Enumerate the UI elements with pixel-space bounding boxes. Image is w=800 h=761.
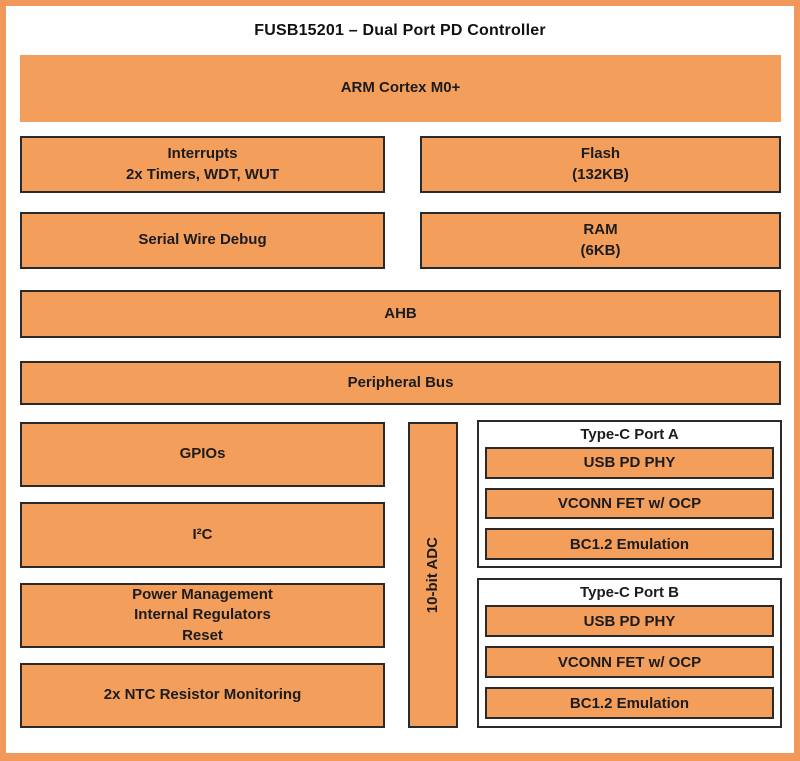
block-flash: Flash (132KB): [420, 136, 781, 193]
block-ram: RAM (6KB): [420, 212, 781, 269]
block-label-line: Interrupts: [167, 145, 238, 163]
block-label-line: Flash: [580, 145, 621, 163]
block-bc12-emulation: BC1.2 Emulation: [485, 528, 774, 561]
block-usb-pd-phy: USB PD PHY: [485, 447, 774, 479]
block-10bit-adc: 10-bit ADC: [408, 422, 458, 728]
block-label-line: Internal Regulators: [134, 606, 271, 624]
panel-type-c-port-b: Type-C Port B USB PD PHY VCONN FET w/ OC…: [477, 578, 782, 728]
block-arm-cortex-m0: ARM Cortex M0+: [20, 55, 781, 122]
block-label-vertical: 10-bit ADC: [423, 536, 441, 614]
block-ahb: AHB: [20, 290, 781, 338]
block-i2c: I²C: [20, 502, 385, 568]
block-usb-pd-phy: USB PD PHY: [485, 605, 774, 637]
port-b-title: Type-C Port B: [580, 584, 679, 601]
block-vconn-fet: VCONN FET w/ OCP: [485, 646, 774, 678]
block-power-management: Power Management Internal Regulators Res…: [20, 583, 385, 648]
block-ntc-resistor-monitoring: 2x NTC Resistor Monitoring: [20, 663, 385, 728]
block-label-line: Power Management: [132, 586, 273, 604]
port-a-title: Type-C Port A: [580, 426, 679, 443]
block-label-line: Reset: [182, 626, 223, 644]
block-interrupts: Interrupts 2x Timers, WDT, WUT: [20, 136, 385, 193]
block-vconn-fet: VCONN FET w/ OCP: [485, 487, 774, 520]
block-bc12-emulation: BC1.2 Emulation: [485, 687, 774, 719]
block-label-line: (132KB): [572, 165, 629, 183]
block-label-line: 2x Timers, WDT, WUT: [125, 165, 280, 183]
panel-type-c-port-a: Type-C Port A USB PD PHY VCONN FET w/ OC…: [477, 420, 782, 568]
block-peripheral-bus: Peripheral Bus: [20, 361, 781, 405]
block-label-line: RAM: [583, 221, 618, 239]
block-label-line: (6KB): [580, 241, 621, 259]
diagram-title: FUSB15201 – Dual Port PD Controller: [254, 22, 546, 39]
block-serial-wire-debug: Serial Wire Debug: [20, 212, 385, 269]
block-gpios: GPIOs: [20, 422, 385, 487]
